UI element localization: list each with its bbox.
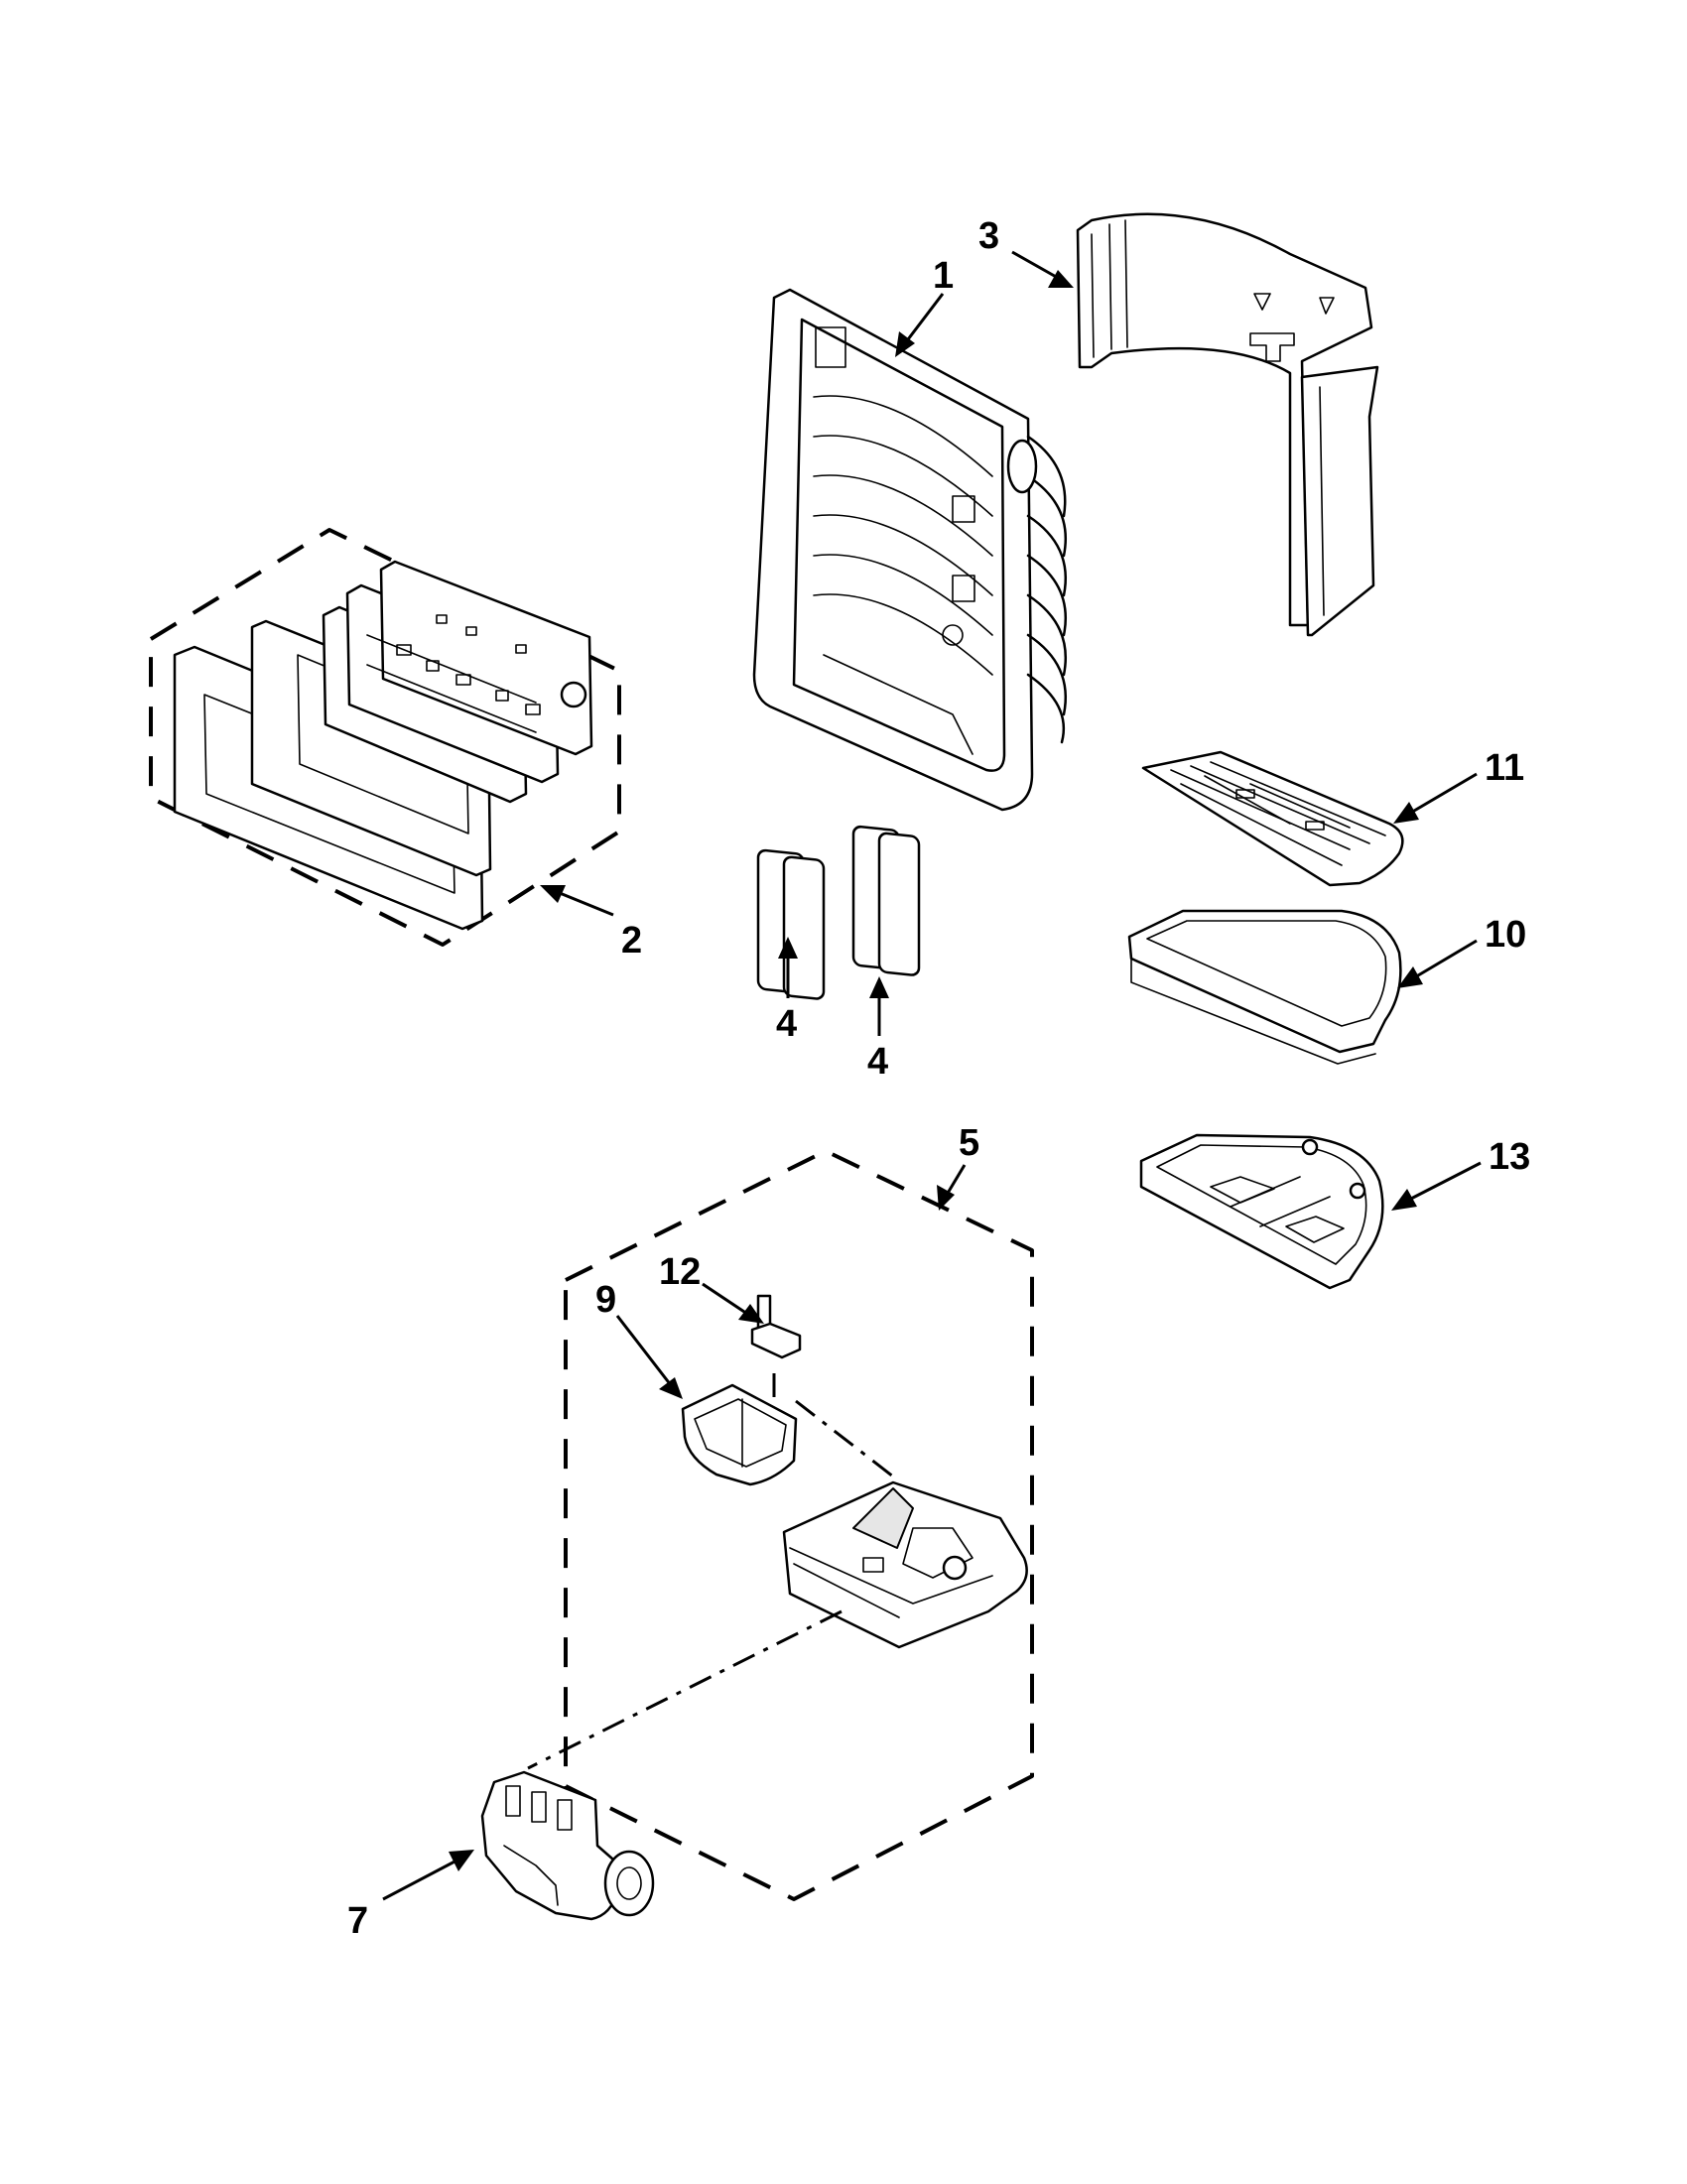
drip-tray-grille <box>1141 750 1478 887</box>
callout-5: 5 <box>959 1122 979 1164</box>
callout-4-left: 4 <box>776 1003 797 1045</box>
drip-tray <box>1127 909 1478 1065</box>
callout-13: 13 <box>1489 1136 1530 1178</box>
callout-12: 12 <box>659 1251 701 1293</box>
actuator-7 <box>382 1770 655 1921</box>
callout-7: 7 <box>347 1900 368 1942</box>
pad-right <box>851 825 921 1036</box>
pad-left <box>756 848 826 1000</box>
callout-3: 3 <box>978 215 999 257</box>
dispenser-housing <box>752 288 1068 812</box>
control-assembly-group <box>149 528 621 947</box>
connector-12 <box>702 1282 802 1359</box>
callout-11: 11 <box>1485 747 1524 789</box>
callout-1: 1 <box>933 255 954 297</box>
dispenser-module-group <box>564 1149 1034 1901</box>
tray-base <box>1139 1133 1482 1290</box>
callout-labels: 1 2 3 4 4 5 7 9 10 11 12 13 <box>347 215 1530 1942</box>
dispenser-body <box>782 1480 1028 1649</box>
housing-cover <box>1011 212 1379 637</box>
callout-2: 2 <box>621 920 642 962</box>
callout-4-right: 4 <box>867 1041 888 1083</box>
callout-9: 9 <box>595 1279 616 1321</box>
bin-9 <box>615 1315 798 1486</box>
callout-10: 10 <box>1485 914 1526 956</box>
